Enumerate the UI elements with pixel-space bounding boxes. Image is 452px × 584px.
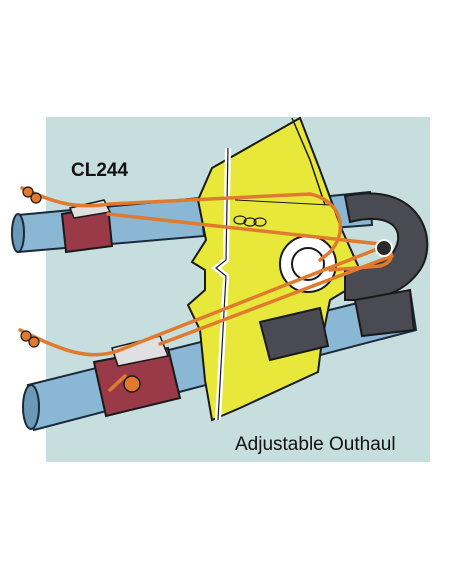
upper-clamp xyxy=(60,199,114,254)
part-code-label: CL244 xyxy=(71,160,128,181)
lower-clamp xyxy=(92,335,182,418)
rope-knots xyxy=(20,186,42,348)
bend-ring xyxy=(375,239,393,257)
rope-chain xyxy=(233,215,267,227)
caption-label: Adjustable Outhaul xyxy=(235,434,396,455)
rubber-bend xyxy=(258,192,429,362)
